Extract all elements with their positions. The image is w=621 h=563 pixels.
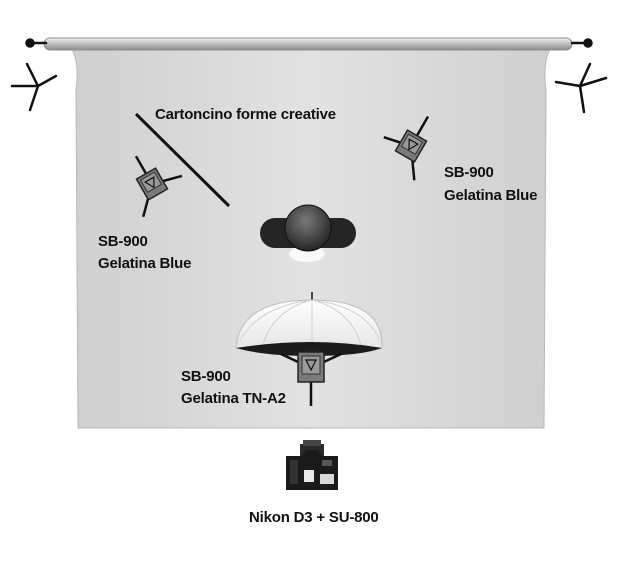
flash-umbrella-model: SB-900: [181, 368, 231, 385]
flag-card: [134, 112, 231, 208]
right-stand-icon: [554, 38, 608, 114]
flash-umbrella-icon: [280, 351, 342, 406]
camera-label: Nikon D3 + SU-800: [249, 509, 379, 526]
flash-right-icon: [383, 115, 430, 181]
flash-left-model: SB-900: [98, 233, 148, 250]
umbrella-icon: [235, 292, 383, 356]
flash-left-gel: Gelatina Blue: [98, 255, 191, 272]
camera-icon: [286, 440, 338, 490]
left-stand-icon: [10, 38, 58, 112]
flash-umbrella-gel: Gelatina TN-A2: [181, 390, 286, 407]
flag-label: Cartoncino forme creative: [155, 106, 336, 123]
subject-icon: [260, 204, 356, 262]
flash-right-model: SB-900: [444, 164, 494, 181]
flash-left-icon: [134, 155, 183, 218]
flash-right-gel: Gelatina Blue: [444, 187, 537, 204]
backdrop-rod: [43, 37, 573, 51]
